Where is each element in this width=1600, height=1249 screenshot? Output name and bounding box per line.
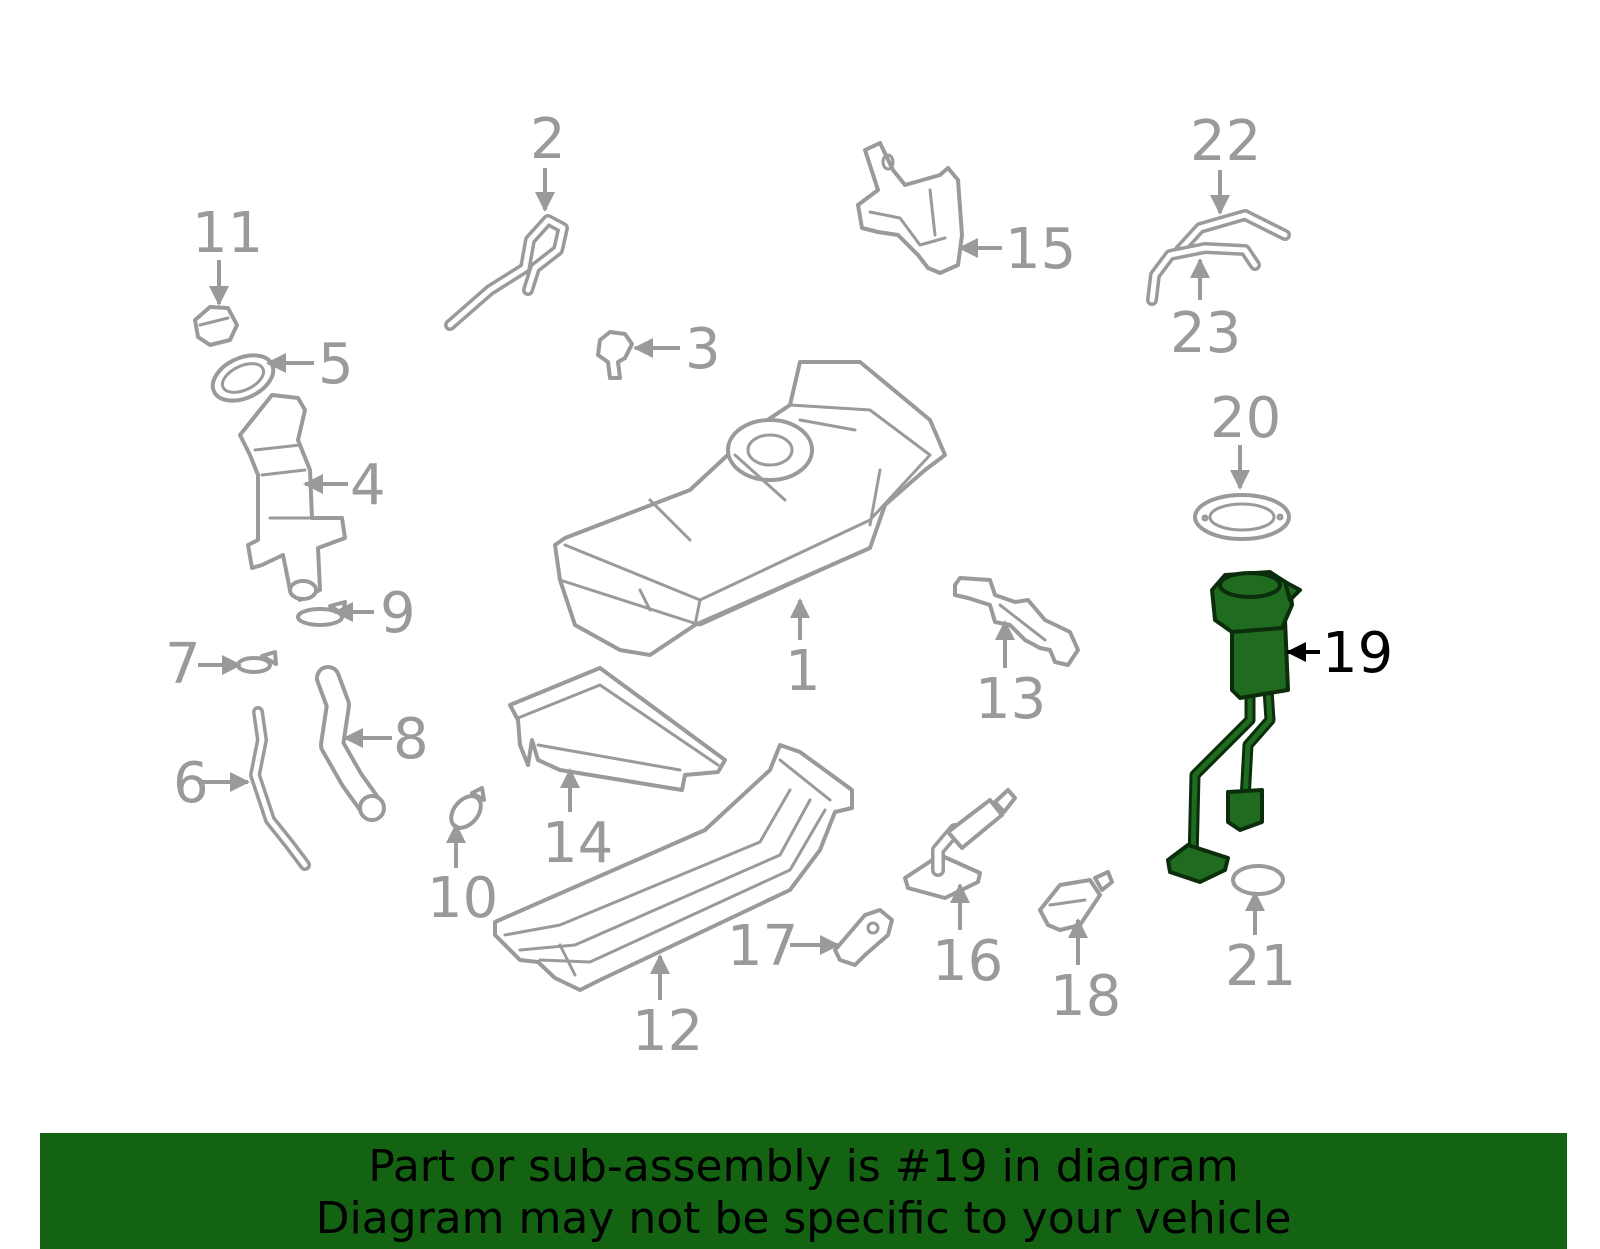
- hose-part-23[interactable]: [1146, 242, 1261, 306]
- callout-19: 19: [1322, 621, 1393, 686]
- callout-5: 5: [318, 332, 354, 397]
- callout-2: 2: [530, 107, 566, 172]
- callout-4: 4: [350, 453, 386, 518]
- callout-22: 22: [1190, 109, 1261, 174]
- clip-part-3[interactable]: [596, 330, 634, 380]
- hose-part-6[interactable]: [249, 706, 311, 871]
- callout-3: 3: [685, 317, 721, 382]
- callout-labels: 1 2 3 4 5 6 7 8 9 10 11 12 13 14 15 16 1…: [165, 107, 1393, 1064]
- vent-hose-part-2[interactable]: [444, 214, 569, 331]
- callout-14: 14: [542, 811, 613, 876]
- leader-lines: [198, 168, 1320, 1000]
- bracket-part-13[interactable]: [953, 576, 1080, 667]
- callout-9: 9: [380, 581, 416, 646]
- callout-17: 17: [727, 914, 798, 979]
- fuel-filter-part-16[interactable]: [903, 788, 1017, 900]
- callout-10: 10: [427, 866, 498, 931]
- o-ring-part-21[interactable]: [1231, 864, 1285, 896]
- callout-23: 23: [1170, 301, 1241, 366]
- fuel-tank-part-1[interactable]: [553, 360, 947, 657]
- hose-part-22[interactable]: [1174, 209, 1291, 256]
- fuel-pump-module-part-19[interactable]: [1166, 570, 1302, 884]
- clamp-part-10[interactable]: [445, 786, 487, 834]
- callout-12: 12: [632, 999, 703, 1064]
- hose-part-8[interactable]: [315, 665, 386, 822]
- callout-15: 15: [1005, 217, 1076, 282]
- gasket-part-5[interactable]: [206, 346, 281, 409]
- bracket-part-15[interactable]: [856, 141, 964, 275]
- banner-line-part-number: Part or sub-assembly is #19 in diagram: [368, 1141, 1239, 1192]
- callout-11: 11: [192, 201, 263, 266]
- fuel-cap-part-11[interactable]: [193, 305, 239, 347]
- callout-6: 6: [173, 751, 209, 816]
- bracket-part-17[interactable]: [833, 908, 894, 967]
- callout-20: 20: [1210, 386, 1281, 451]
- clamp-part-7[interactable]: [236, 650, 278, 674]
- callout-21: 21: [1225, 934, 1296, 999]
- heat-shield-part-14[interactable]: [508, 666, 727, 792]
- sensor-part-18[interactable]: [1038, 870, 1114, 932]
- callout-16: 16: [932, 929, 1003, 994]
- banner-line-disclaimer: Diagram may not be specific to your vehi…: [315, 1193, 1292, 1244]
- callout-13: 13: [975, 667, 1046, 732]
- callout-18: 18: [1050, 964, 1121, 1029]
- filler-neck-part-4[interactable]: [238, 393, 347, 602]
- callout-7: 7: [165, 632, 201, 697]
- info-banner: Part or sub-assembly is #19 in diagram D…: [40, 1133, 1567, 1249]
- skid-plate-part-12[interactable]: [493, 743, 854, 992]
- callout-8: 8: [393, 707, 429, 772]
- seal-part-20[interactable]: [1193, 493, 1291, 541]
- callout-1: 1: [785, 639, 821, 704]
